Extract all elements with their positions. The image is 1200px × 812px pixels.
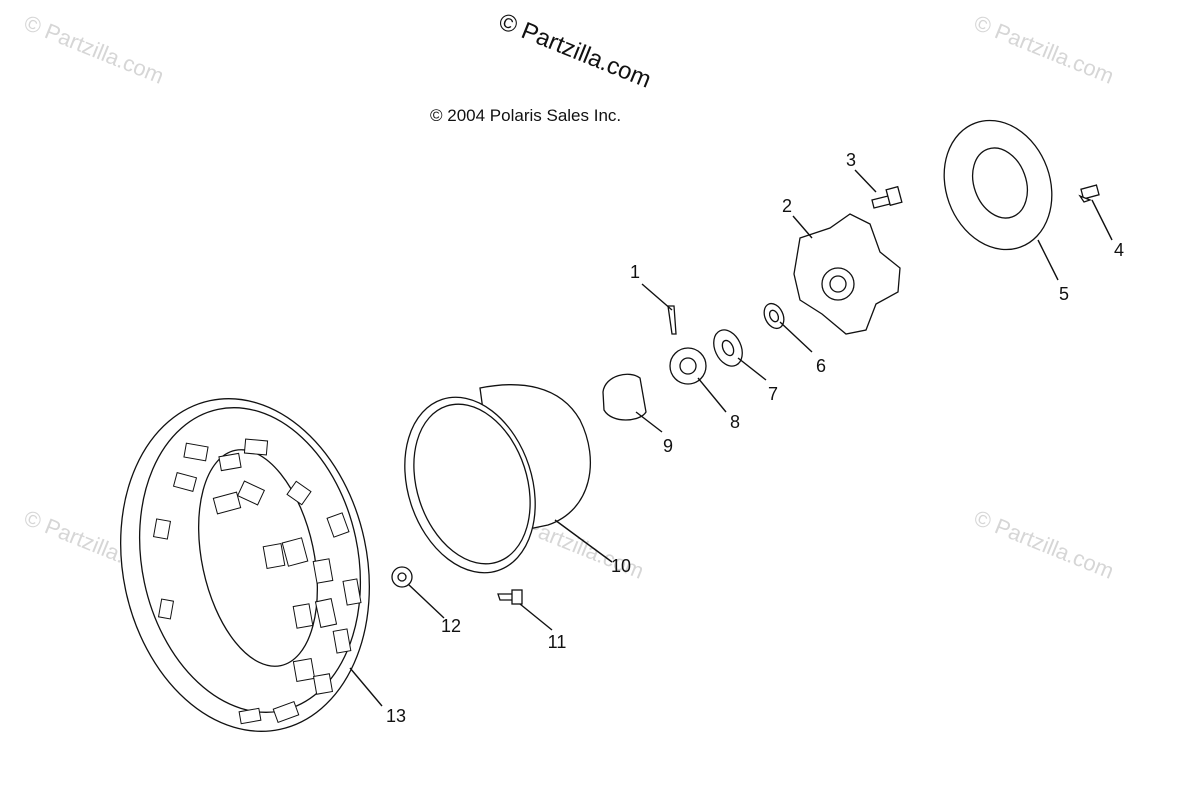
washer-drawing bbox=[713, 329, 743, 367]
callout-6: 6 bbox=[815, 356, 826, 376]
callout-7: 7 bbox=[767, 384, 778, 404]
small-washer-drawing bbox=[763, 302, 785, 330]
cotter-pin-drawing bbox=[667, 305, 677, 335]
callout-3: 3 bbox=[845, 150, 856, 170]
callout-13: 13 bbox=[385, 706, 407, 726]
brake-disc-drawing bbox=[943, 119, 1053, 251]
callout-2: 2 bbox=[781, 196, 792, 216]
rim-drawing bbox=[404, 384, 592, 574]
callout-10: 10 bbox=[610, 556, 632, 576]
callout-9: 9 bbox=[662, 436, 673, 456]
valve-stem-drawing bbox=[497, 589, 523, 605]
callout-11: 11 bbox=[547, 632, 567, 652]
dust-cap-drawing bbox=[602, 373, 647, 421]
tire-drawing bbox=[120, 398, 370, 732]
leader-lines bbox=[349, 169, 1113, 707]
lug-nut-drawing bbox=[391, 566, 413, 588]
callout-1: 1 bbox=[629, 262, 640, 282]
bolt-drawing bbox=[871, 185, 903, 209]
callout-12: 12 bbox=[440, 616, 462, 636]
callout-4: 4 bbox=[1113, 240, 1124, 260]
hub-drawing bbox=[793, 213, 901, 335]
bolt-small-drawing bbox=[1078, 184, 1100, 203]
castle-nut-drawing bbox=[669, 347, 707, 385]
callout-8: 8 bbox=[729, 412, 740, 432]
callout-5: 5 bbox=[1058, 284, 1069, 304]
copyright-notice: © 2004 Polaris Sales Inc. bbox=[430, 106, 622, 125]
